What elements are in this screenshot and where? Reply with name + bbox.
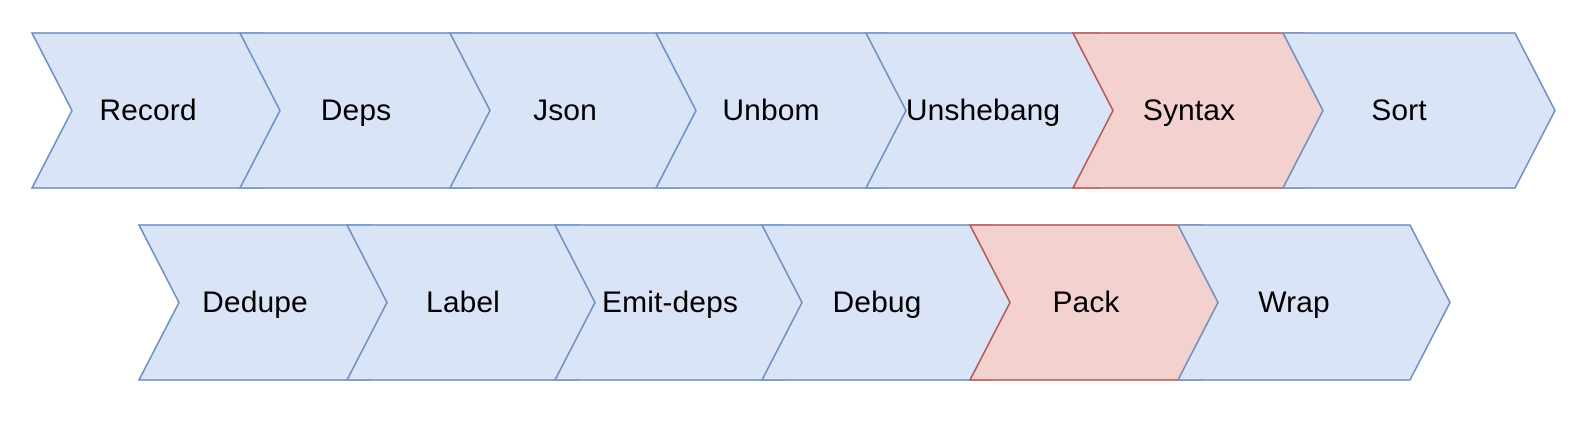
chevron-step-emit-deps[interactable]: Emit-deps bbox=[553, 224, 826, 381]
chevron-shape bbox=[1176, 224, 1451, 381]
chevron-step-debug[interactable]: Debug bbox=[760, 224, 1033, 381]
chevron-step-unshebang[interactable]: Unshebang bbox=[864, 32, 1141, 189]
chevron-shape bbox=[1281, 32, 1556, 189]
chevron-step-record[interactable]: Record bbox=[30, 32, 305, 189]
chevron-step-pack[interactable]: Pack bbox=[968, 224, 1243, 381]
chevron-polygon bbox=[1176, 224, 1451, 381]
chevron-step-unbom[interactable]: Unbom bbox=[654, 32, 927, 189]
chevron-step-json[interactable]: Json bbox=[448, 32, 721, 189]
chevron-polygon bbox=[1281, 32, 1556, 189]
chevron-step-deps[interactable]: Deps bbox=[238, 32, 513, 189]
chevron-step-dedupe[interactable]: Dedupe bbox=[137, 224, 412, 381]
chevron-step-label[interactable]: Label bbox=[345, 224, 620, 381]
chevron-step-wrap[interactable]: Wrap bbox=[1176, 224, 1451, 381]
chevron-step-syntax[interactable]: Syntax bbox=[1071, 32, 1346, 189]
chevron-step-sort[interactable]: Sort bbox=[1281, 32, 1556, 189]
